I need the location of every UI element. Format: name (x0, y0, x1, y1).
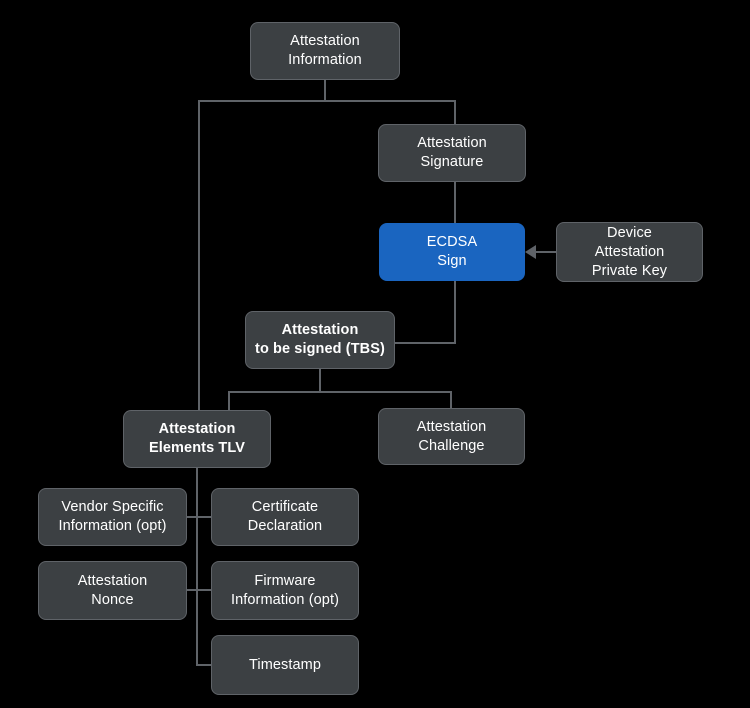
node-ecdsa-sign[interactable]: ECDSA Sign (379, 223, 525, 281)
node-attestation-elements-tlv[interactable]: Attestation Elements TLV (123, 410, 271, 468)
connector-tbs-down-stub (319, 369, 321, 393)
connector-tlv-to-row2-right (196, 589, 213, 591)
node-attestation-signature[interactable]: Attestation Signature (378, 124, 526, 182)
connector-info-split-horizontal (198, 100, 456, 102)
connector-tlv-to-row3-right (196, 664, 213, 666)
arrowhead-icon-arrow-into-ecdsa-sign (525, 245, 536, 259)
node-attestation-to-be-signed-tbs[interactable]: Attestation to be signed (TBS) (245, 311, 395, 369)
node-firmware-information[interactable]: Firmware Information (opt) (211, 561, 359, 620)
connector-tbs-split-horizontal (228, 391, 452, 393)
connector-tlv-to-row1-left (185, 516, 198, 518)
node-attestation-information[interactable]: Attestation Information (250, 22, 400, 80)
node-attestation-challenge[interactable]: Attestation Challenge (378, 408, 525, 465)
node-vendor-specific-information[interactable]: Vendor Specific Information (opt) (38, 488, 187, 546)
node-certificate-declaration[interactable]: Certificate Declaration (211, 488, 359, 546)
connector-tlv-to-row1-right (196, 516, 213, 518)
connector-tbs-left-branch-down (228, 391, 230, 411)
connector-info-left-branch-down (198, 100, 200, 411)
connector-ecdsa-to-tbs-horizontal (394, 342, 456, 344)
node-timestamp[interactable]: Timestamp (211, 635, 359, 695)
connector-key-to-ecdsa-horizontal (536, 251, 557, 253)
connector-tbs-right-branch-down (450, 391, 452, 409)
connector-signature-to-ecdsa (454, 181, 456, 224)
connector-info-down-stub (324, 80, 326, 102)
connector-tlv-to-row2-left (185, 589, 198, 591)
node-attestation-nonce[interactable]: Attestation Nonce (38, 561, 187, 620)
connector-tlv-trunk-down (196, 468, 198, 666)
connector-ecdsa-down (454, 281, 456, 344)
node-device-attestation-private-key[interactable]: Device Attestation Private Key (556, 222, 703, 282)
connector-info-right-branch-down (454, 100, 456, 125)
